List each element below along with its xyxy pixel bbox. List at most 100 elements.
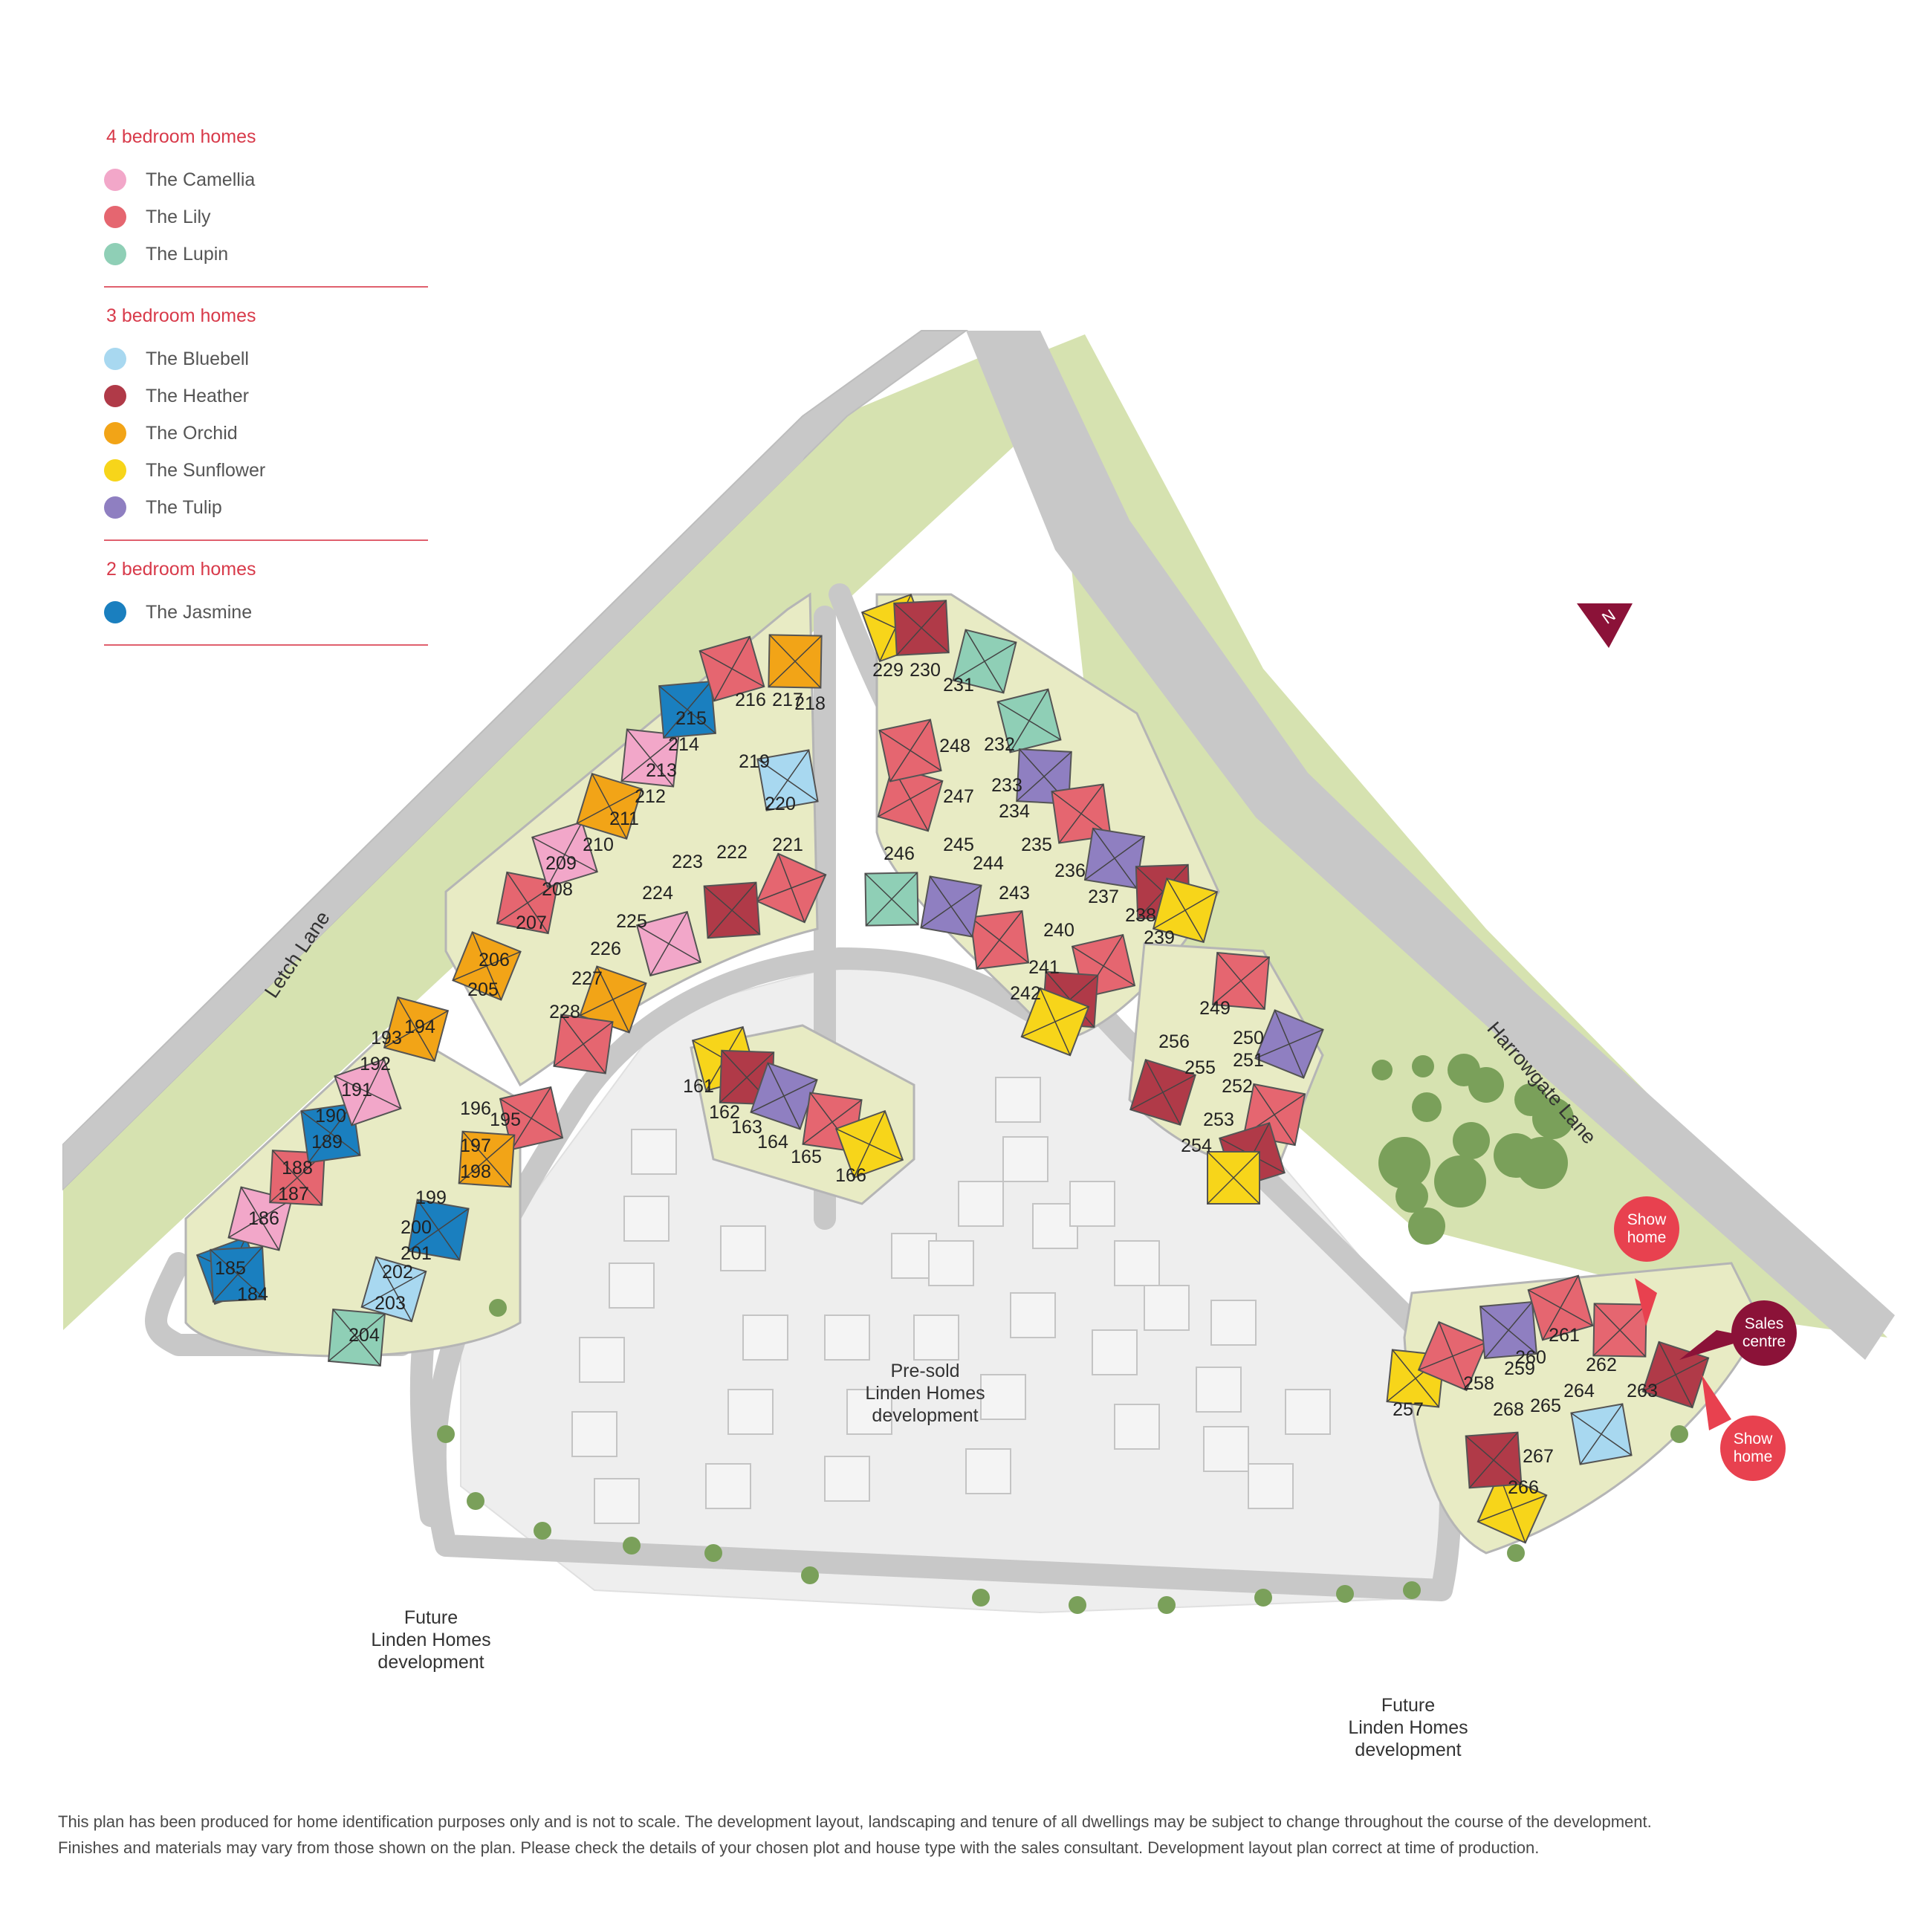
plot-number[interactable]: 234 (999, 801, 1030, 822)
plot-number[interactable]: 264 (1563, 1381, 1595, 1401)
house-footprint[interactable] (579, 965, 647, 1034)
plot-number[interactable]: 248 (939, 736, 970, 756)
plot-number[interactable]: 223 (672, 852, 703, 872)
legend-item[interactable]: The Lily (104, 198, 431, 236)
plot-number[interactable]: 206 (479, 950, 510, 970)
plot-number[interactable]: 265 (1530, 1395, 1561, 1416)
house-footprint[interactable] (553, 1014, 614, 1074)
plot-number[interactable]: 245 (943, 834, 974, 855)
house-footprint[interactable] (499, 1086, 564, 1151)
house-footprint[interactable] (877, 765, 944, 832)
plot-number[interactable]: 165 (791, 1147, 822, 1167)
plot-number[interactable]: 187 (278, 1184, 309, 1205)
plot-number[interactable]: 261 (1549, 1325, 1580, 1346)
plot-number[interactable]: 220 (765, 794, 796, 814)
plot-number[interactable]: 252 (1222, 1076, 1253, 1097)
plot-number[interactable]: 190 (315, 1106, 346, 1127)
plot-number[interactable]: 209 (545, 853, 577, 874)
plot-number[interactable]: 240 (1043, 920, 1074, 941)
plot-number[interactable]: 199 (415, 1187, 447, 1208)
plot-number[interactable]: 253 (1203, 1109, 1234, 1130)
house-footprint[interactable] (834, 1109, 904, 1179)
plot-number[interactable]: 235 (1021, 834, 1052, 855)
house-footprint[interactable] (1465, 1431, 1523, 1489)
plot-number[interactable]: 259 (1504, 1358, 1535, 1379)
plot-number[interactable]: 268 (1493, 1399, 1524, 1420)
house-footprint[interactable] (1083, 827, 1146, 889)
plot-number[interactable]: 256 (1158, 1031, 1190, 1052)
plot-number[interactable]: 218 (794, 693, 826, 714)
plot-number[interactable]: 222 (716, 842, 748, 863)
plot-number[interactable]: 189 (311, 1132, 343, 1153)
plot-number[interactable]: 166 (835, 1165, 866, 1186)
house-footprint[interactable] (864, 872, 919, 927)
plot-number[interactable]: 202 (382, 1262, 413, 1283)
house-footprint[interactable] (658, 680, 717, 739)
house-footprint[interactable] (452, 931, 522, 1001)
sales-centre-badge[interactable]: Sales centre (1731, 1300, 1797, 1366)
plot-number[interactable]: 201 (401, 1243, 432, 1264)
plot-number[interactable]: 195 (490, 1109, 521, 1130)
plot-number[interactable]: 188 (282, 1158, 313, 1179)
house-footprint[interactable] (756, 749, 819, 811)
house-footprint[interactable] (1417, 1320, 1488, 1392)
house-footprint[interactable] (1476, 1473, 1548, 1544)
house-footprint[interactable] (768, 634, 823, 689)
plot-number[interactable]: 196 (460, 1098, 491, 1119)
plot-number[interactable]: 213 (646, 760, 677, 781)
plot-number[interactable]: 260 (1515, 1347, 1546, 1368)
legend-item[interactable]: The Sunflower (104, 452, 431, 489)
plot-number[interactable]: 243 (999, 883, 1030, 904)
legend-item[interactable]: The Lupin (104, 236, 431, 273)
house-footprint[interactable] (878, 719, 942, 782)
plot-number[interactable]: 203 (375, 1293, 406, 1314)
legend-item[interactable]: The Bluebell (104, 340, 431, 377)
house-footprint[interactable] (531, 821, 598, 888)
house-footprint[interactable] (1152, 877, 1219, 944)
plot-number[interactable]: 164 (757, 1132, 788, 1153)
plot-number[interactable]: 161 (683, 1076, 714, 1097)
house-footprint[interactable] (300, 1103, 361, 1164)
plot-number[interactable]: 211 (609, 808, 639, 829)
legend-item[interactable]: The Heather (104, 377, 431, 415)
plot-number[interactable]: 227 (571, 968, 603, 989)
plot-number[interactable]: 224 (642, 883, 673, 904)
house-footprint[interactable] (383, 996, 450, 1063)
plot-number[interactable]: 266 (1508, 1477, 1539, 1498)
plot-number[interactable]: 236 (1054, 860, 1086, 881)
plot-number[interactable]: 254 (1181, 1135, 1212, 1156)
plot-number[interactable]: 217 (772, 690, 803, 710)
plot-number[interactable]: 258 (1463, 1373, 1494, 1394)
plot-number[interactable]: 241 (1028, 957, 1060, 978)
house-footprint[interactable] (360, 1256, 427, 1323)
plot-number[interactable]: 267 (1523, 1446, 1554, 1467)
plot-number[interactable]: 251 (1233, 1050, 1264, 1071)
house-footprint[interactable] (1020, 987, 1090, 1057)
plot-number[interactable]: 246 (884, 843, 915, 864)
house-footprint[interactable] (969, 910, 1030, 970)
plot-number[interactable]: 185 (215, 1258, 246, 1279)
plot-number[interactable]: 237 (1088, 886, 1119, 907)
plot-number[interactable]: 247 (943, 786, 974, 807)
house-footprint[interactable] (1254, 1009, 1324, 1079)
plot-number[interactable]: 231 (943, 675, 974, 696)
plot-number[interactable]: 191 (341, 1080, 372, 1100)
plot-number[interactable]: 186 (248, 1208, 279, 1229)
house-footprint[interactable] (996, 688, 1062, 753)
plot-number[interactable]: 257 (1393, 1399, 1424, 1420)
plot-number[interactable]: 242 (1010, 983, 1041, 1004)
legend-item[interactable]: The Tulip (104, 489, 431, 526)
house-footprint[interactable] (893, 600, 950, 656)
house-footprint[interactable] (620, 728, 680, 788)
plot-number[interactable]: 210 (583, 834, 614, 855)
house-footprint[interactable] (635, 910, 702, 977)
plot-number[interactable]: 226 (590, 939, 621, 959)
plot-number[interactable]: 216 (735, 690, 766, 710)
house-footprint[interactable] (496, 871, 560, 935)
plot-number[interactable]: 233 (991, 775, 1022, 796)
plot-number[interactable]: 208 (542, 879, 573, 900)
plot-number[interactable]: 238 (1125, 905, 1156, 926)
plot-number[interactable]: 232 (984, 734, 1015, 755)
house-footprint[interactable] (334, 1058, 402, 1127)
house-footprint[interactable] (1207, 1151, 1260, 1205)
